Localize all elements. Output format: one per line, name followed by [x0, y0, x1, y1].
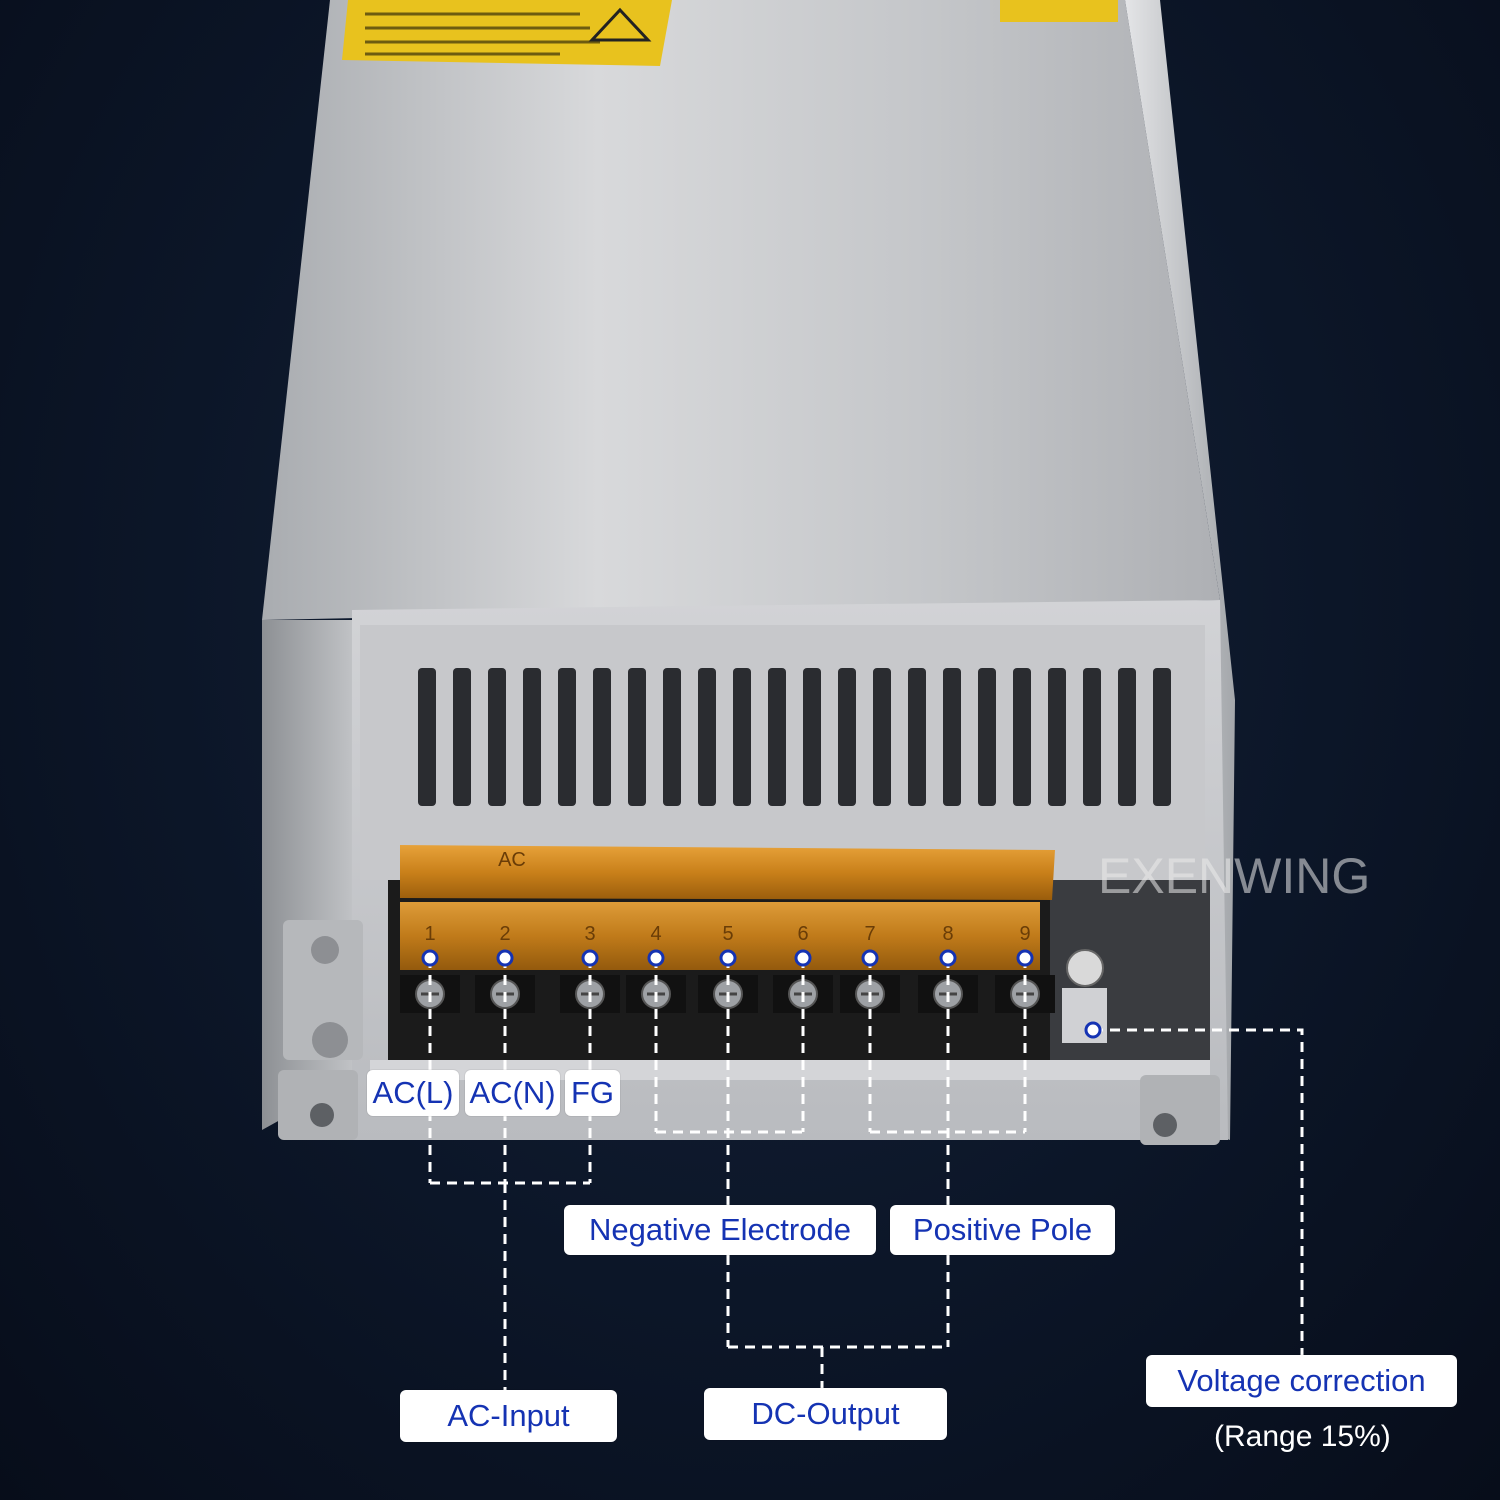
vent-slot [1153, 668, 1171, 806]
vent-slot [908, 668, 926, 806]
terminal-number: 8 [942, 923, 953, 945]
vent-slot [488, 668, 506, 806]
vent-slot [1013, 668, 1031, 806]
label-fg: FG [565, 1070, 620, 1116]
cover-mark-ac: AC [498, 849, 526, 871]
vent-slot [1083, 668, 1101, 806]
label-ac-l: AC(L) [367, 1070, 459, 1116]
terminal-cover-upper [400, 845, 1055, 900]
vent-slot [1118, 668, 1136, 806]
leader-voltage [1093, 1028, 1304, 1355]
terminal-number: 3 [584, 923, 595, 945]
terminal-markers [421, 949, 1034, 967]
terminal-marker-dot [581, 949, 599, 967]
vent-slot [1048, 668, 1066, 806]
terminal-marker-dot [421, 949, 439, 967]
terminal-marker-dot [861, 949, 879, 967]
potentiometer-marker [1084, 1021, 1102, 1039]
label-positive-pole: Positive Pole [890, 1205, 1115, 1255]
vent-slot [873, 668, 891, 806]
vent-slot [733, 668, 751, 806]
terminal-marker-dot [496, 949, 514, 967]
ventilation-slots [418, 668, 1171, 806]
vent-slot [943, 668, 961, 806]
voltage-potentiometer-icon [1066, 949, 1104, 987]
terminal-number: 6 [797, 923, 808, 945]
brand-watermark: EXENWING [1098, 848, 1370, 904]
vent-slot [698, 668, 716, 806]
terminal-number: 7 [864, 923, 875, 945]
vent-slot [768, 668, 786, 806]
label-ac-input: AC-Input [400, 1390, 617, 1442]
vent-slot [803, 668, 821, 806]
vent-slot [453, 668, 471, 806]
terminal-number: 1 [424, 923, 435, 945]
mounting-foot-right [1140, 1075, 1220, 1145]
vent-slot [978, 668, 996, 806]
vent-slot [523, 668, 541, 806]
terminal-marker-dot [647, 949, 665, 967]
adjust-capacitor [1062, 988, 1107, 1043]
warning-sticker [342, 0, 672, 66]
vent-slot [663, 668, 681, 806]
leader-lines [428, 958, 1304, 1390]
terminal-marker-dot [939, 949, 957, 967]
vent-slot [628, 668, 646, 806]
terminal-marker-dot [719, 949, 737, 967]
vent-slot [558, 668, 576, 806]
terminal-number: 4 [650, 923, 661, 945]
warning-triangle-icon [588, 7, 652, 42]
label-dc-output: DC-Output [704, 1388, 947, 1440]
vent-slot [593, 668, 611, 806]
rating-sticker [1000, 0, 1118, 22]
vent-slot [838, 668, 856, 806]
label-ac-n: AC(N) [465, 1070, 560, 1116]
housing-top-face [262, 0, 1220, 620]
terminal-marker-dot [1016, 949, 1034, 967]
terminal-marker-dot [794, 949, 812, 967]
vent-slot [418, 668, 436, 806]
terminal-number: 2 [499, 923, 510, 945]
terminal-number: 5 [722, 923, 733, 945]
label-range: (Range 15%) [1214, 1420, 1391, 1453]
label-negative-electrode: Negative Electrode [564, 1205, 876, 1255]
warning-sticker-lines [365, 12, 600, 56]
mounting-bracket-left [283, 920, 363, 1060]
terminal-number: 9 [1019, 923, 1030, 945]
bracket-screw-icon [312, 1022, 348, 1058]
label-voltage-correction: Voltage correction [1146, 1355, 1457, 1407]
